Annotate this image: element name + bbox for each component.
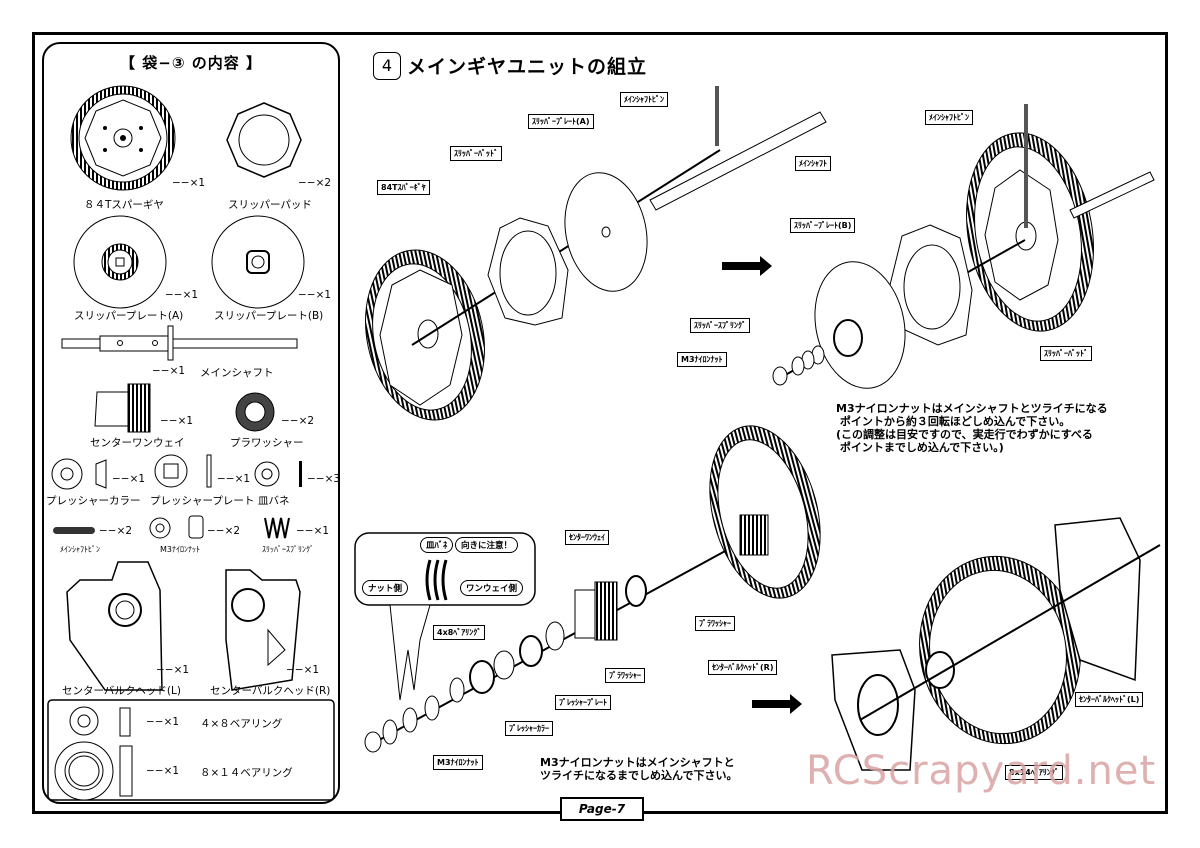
qty-bearing-8x14: −−×1 — [146, 765, 180, 777]
label-main-shaft-pin-1: ﾒｲﾝｼｬﾌﾄﾋﾟﾝ — [620, 92, 668, 107]
disc-spring-icon — [254, 461, 302, 487]
parts-panel-title: 【 袋−③ の内容 】 — [120, 54, 262, 72]
main-shaft-icon — [61, 325, 298, 361]
qty-disc-spring: −−×3 — [307, 473, 341, 485]
qty-center-oneway: −−×1 — [160, 415, 194, 427]
qty-main-shaft: −−×1 — [152, 365, 186, 377]
page-number: Page-7 — [560, 797, 644, 821]
label-main-shaft-pin: ﾒｲﾝｼｬﾌﾄﾋﾟﾝ — [60, 545, 100, 554]
step-number: 4 — [373, 52, 401, 80]
note-lower: M3ナイロンナットはメインシャフトと ツライチになるまでしめ込んで下さい。 — [540, 756, 738, 782]
slipper-pad-icon — [226, 102, 302, 178]
label-nylon-nut-2: M3ﾅｲﾛﾝﾅｯﾄ — [433, 755, 483, 770]
qty-bulkhead-r: −−×1 — [286, 664, 320, 676]
label-bearing-8x14: ８×１４ベアリング — [200, 767, 293, 779]
label-slipper-plate-b: ｽﾘｯﾊﾟｰﾌﾟﾚｰﾄ(B) — [790, 218, 856, 233]
label-slipper-spring: ｽﾘｯﾊﾟｰｽﾌﾟﾘﾝｸﾞ — [262, 545, 314, 554]
label-slipper-pad-2: ｽﾘｯﾊﾟｰﾊﾟｯﾄﾞ — [1040, 346, 1092, 361]
qty-bearing-4x8: −−×1 — [146, 716, 180, 728]
label-main-shaft: メインシャフト — [200, 367, 274, 379]
qty-plastic-washer: −−×2 — [281, 415, 315, 427]
note-upper: M3ナイロンナットはメインシャフトとツライチになる ポイントから約３回転ほどしめ… — [836, 402, 1108, 454]
label-plastic-washer-2: ﾌﾟﾗﾜｯｼｬｰ — [605, 668, 645, 683]
callout-spring-label: 皿ﾊﾞﾈ — [420, 537, 454, 553]
label-slipper-pad-1: ｽﾘｯﾊﾟｰﾊﾟｯﾄﾞ — [450, 146, 502, 161]
main-shaft-pin-icon — [53, 527, 95, 534]
label-nylon-nut: M3ﾅｲﾛﾝﾅｯﾄ — [160, 545, 200, 554]
label-slipper-plate-a: ｽﾘｯﾊﾟｰﾌﾟﾚｰﾄ(A) — [528, 114, 594, 129]
label-pressure-plate: ﾌﾟﾚｯｼｬｰﾌﾟﾚｰﾄ — [555, 695, 611, 710]
qty-bulkhead-l: −−×1 — [156, 664, 190, 676]
label-center-oneway: ｾﾝﾀｰﾜﾝｳｪｲ — [565, 530, 609, 545]
assembled-gear-icon — [966, 104, 1155, 332]
step-title: メインギヤユニットの組立 — [407, 56, 648, 78]
qty-main-shaft-pin: −−×2 — [99, 525, 133, 537]
plastic-washer-icon — [235, 392, 275, 432]
qty-pressure-plate: −−×1 — [217, 473, 251, 485]
pressure-collar-icon — [51, 458, 107, 490]
label-bulkhead-r: センターバルクヘッド(R) — [210, 685, 331, 697]
label-disc-spring: 皿バネ — [258, 495, 290, 507]
bulkhead-l-icon — [66, 561, 163, 691]
label-plastic-washer-1: ﾌﾟﾗﾜｯｼｬｰ — [695, 616, 735, 631]
label-pressure-collar: プレッシャーカラー — [46, 495, 141, 507]
exploded-spring-icon — [772, 345, 825, 386]
watermark: RCScrapyard.net — [806, 748, 1157, 794]
final-assembly-icon — [831, 517, 1161, 771]
slipper-spring-icon — [264, 517, 290, 539]
slipper-plate-b-icon — [211, 215, 305, 309]
arrow-2-icon — [752, 694, 802, 714]
label-bulkhead-l: ｾﾝﾀｰﾊﾞﾙｸﾍｯﾄﾞ(L) — [1075, 692, 1144, 707]
qty-pressure-collar: −−×1 — [112, 473, 146, 485]
callout-oneway-side-label: ワンウェイ側 — [460, 580, 524, 596]
label-nylon-nut-1: M3ﾅｲﾛﾝﾅｯﾄ — [677, 352, 727, 367]
label-bearing-8x14: 8x14ﾍﾞｱﾘﾝｸﾞ — [1005, 765, 1063, 780]
label-plastic-washer: プラワッシャー — [230, 437, 304, 449]
exploded-main-shaft-icon — [649, 86, 827, 211]
label-spur-gear: ８４Tスパーギヤ — [84, 199, 164, 211]
pressure-plate-icon — [154, 454, 212, 488]
label-center-oneway: センターワンウェイ — [90, 437, 185, 449]
label-main-shaft: ﾒｲﾝｼｬﾌﾄ — [795, 156, 831, 171]
qty-spur-gear: −−×1 — [172, 177, 206, 189]
bottom-gear-icon — [709, 425, 821, 599]
bearing-4x8-icon — [69, 706, 131, 737]
center-oneway-icon — [94, 383, 151, 433]
label-pressure-collar: ﾌﾟﾚｯｼｬｰｶﾗｰ — [505, 721, 553, 736]
callout-caution-label: 向きに注意！ — [455, 537, 519, 553]
exploded-spur-gear-icon — [365, 249, 485, 421]
slipper-plate-a-icon — [73, 215, 167, 309]
qty-slipper-pad: −−×2 — [298, 177, 332, 189]
label-slipper-plate-a: スリッパープレート(A) — [74, 310, 184, 322]
label-slipper-plate-b: スリッパープレート(B) — [214, 310, 324, 322]
label-slipper-pad: スリッパーパッド — [228, 199, 312, 211]
arrow-icon — [722, 256, 772, 276]
callout-nut-side-label: ナット側 — [362, 580, 409, 596]
label-spur-gear: 84Tｽﾊﾟｰｷﾞﾔ — [377, 180, 430, 195]
bottom-oneway-icon — [574, 581, 618, 641]
bulkhead-r-icon — [225, 569, 301, 691]
exploded-slipper-plate-a-icon — [564, 172, 648, 292]
parts-panel — [42, 42, 340, 804]
qty-slipper-plate-b: −−×1 — [298, 289, 332, 301]
label-bulkhead-r: ｾﾝﾀｰﾊﾞﾙｸﾍｯﾄﾞ(R) — [708, 660, 778, 675]
exploded-slipper-plate-b-icon — [814, 261, 906, 389]
exploded-slipper-pad-icon — [487, 217, 569, 326]
nylon-nut-icon — [149, 515, 204, 539]
spur-gear-icon — [70, 85, 176, 191]
qty-nylon-nut: −−×2 — [207, 525, 241, 537]
label-main-shaft-pin-2: ﾒｲﾝｼｬﾌﾄﾋﾟﾝ — [925, 110, 973, 125]
label-bearing-4x8: ４×８ベアリング — [200, 718, 283, 730]
label-bearing-4x8: 4x8ﾍﾞｱﾘﾝｸﾞ — [433, 625, 486, 640]
exploded-slipper-pad-2-icon — [889, 224, 973, 346]
bottom-stack-icon — [364, 575, 647, 753]
bearing-8x14-icon — [54, 741, 133, 801]
qty-slipper-plate-a: −−×1 — [165, 289, 199, 301]
label-slipper-spring: ｽﾘｯﾊﾟｰｽﾌﾟﾘﾝｸﾞ — [690, 318, 750, 333]
qty-slipper-spring: −−×1 — [296, 525, 330, 537]
label-pressure-plate: プレッシャープレート — [150, 495, 255, 507]
label-bulkhead-l: センターバルクヘッド(L) — [62, 685, 181, 697]
